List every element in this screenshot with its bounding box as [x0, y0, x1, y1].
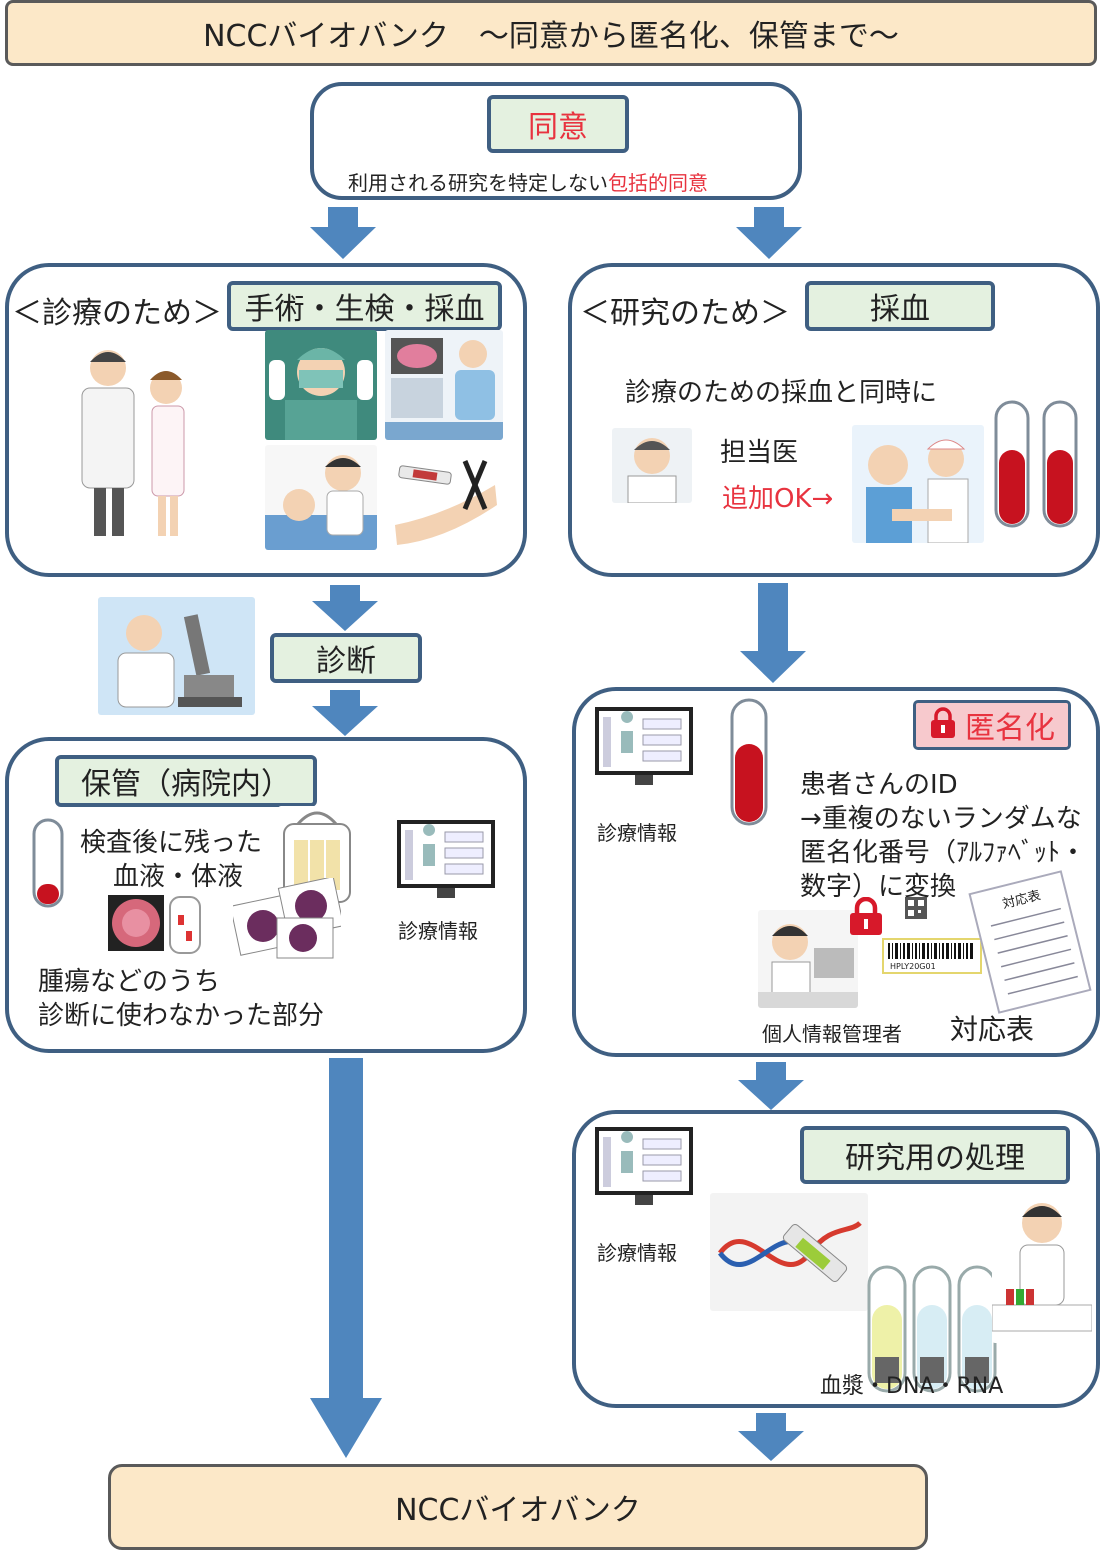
products-label: 血漿・DNA・RNA — [820, 1374, 1004, 1399]
doctor-icon — [612, 428, 692, 503]
additional-ok-label: 追加OK→ — [722, 484, 834, 514]
anonymize-info-label: 診療情報 — [597, 821, 677, 845]
title-banner: NCCバイオバンク ～同意から匿名化、保管まで～ — [5, 0, 1097, 66]
consent-label: 同意 — [487, 95, 629, 153]
correspondence-table-document: 対応表 — [968, 870, 1092, 1014]
privacy-manager-illustration — [758, 910, 858, 1008]
barcode-text: HPLY20G01 — [890, 962, 936, 971]
consent-description: 利用される研究を特定しない包括的同意 — [348, 167, 708, 196]
processing-label: 研究用の処理 — [800, 1126, 1070, 1184]
processing-info-label: 診療情報 — [597, 1241, 677, 1265]
arrow-down-icon — [738, 1062, 804, 1110]
footer-title: NCCバイオバンク — [395, 1493, 641, 1528]
lock-icon — [848, 896, 884, 941]
blood-tube-icon — [990, 400, 1034, 534]
microscope-illustration — [98, 597, 255, 715]
storage-item1-line2: 血液・体液 — [113, 862, 244, 892]
rna-tube-icon — [955, 1265, 999, 1399]
consent-desc-highlight: 包括的同意 — [608, 171, 708, 195]
arrow-down-icon — [310, 207, 376, 259]
medical-record-monitor-icon — [593, 705, 695, 791]
storage-label: 保管（病院内） — [55, 755, 317, 807]
anonymize-line2: →重複のないランダムな — [800, 804, 1082, 834]
blood-tube-icon — [30, 818, 66, 912]
clinical-label: 手術・生検・採血 — [227, 281, 502, 331]
research-note: 診療のための採血と同時に — [625, 378, 938, 408]
arrow-down-icon — [310, 1058, 382, 1458]
blood-draw-illustration — [385, 445, 503, 550]
consent-desc-prefix: 利用される研究を特定しない — [348, 171, 608, 195]
tumor-tissue-icon — [108, 895, 208, 959]
research-title: ＜研究のため＞ — [580, 296, 790, 331]
researcher-illustration — [992, 1193, 1092, 1343]
privacy-manager-label: 個人情報管理者 — [762, 1022, 902, 1046]
clinical-title: ＜診療のため＞ — [12, 296, 222, 331]
anonymize-line3: 匿名化番号（ｱﾙﾌｧﾍﾞｯﾄ・ — [800, 838, 1087, 868]
barcode-label: HPLY20G01 — [882, 938, 982, 974]
storage-info-label: 診療情報 — [398, 919, 478, 943]
doctor-label: 担当医 — [720, 438, 799, 468]
dna-tube-icon — [910, 1265, 954, 1399]
medical-record-monitor-icon — [395, 818, 497, 904]
dna-syringe-illustration — [710, 1193, 868, 1311]
arrow-down-icon — [736, 207, 802, 259]
storage-item2-line1: 腫瘍などのうち — [38, 967, 221, 997]
lock-icon — [929, 707, 957, 743]
doctor-nurse-illustration — [70, 340, 200, 554]
nurse-blood-draw-illustration — [852, 425, 984, 543]
research-label: 採血 — [805, 281, 995, 331]
examination-illustration — [265, 445, 377, 550]
qr-code-icon — [905, 897, 927, 923]
arrow-down-icon — [312, 690, 378, 736]
tissue-slide-icon — [229, 876, 345, 964]
diagnosis-label: 診断 — [270, 633, 422, 683]
endoscopy-illustration — [385, 330, 503, 440]
anonymize-line4: 数字）に変換 — [800, 872, 957, 902]
storage-item2-line2: 診断に使わなかった部分 — [38, 1001, 325, 1031]
consent-heading: 同意 — [528, 110, 588, 145]
arrow-down-icon — [740, 583, 806, 683]
storage-item1-line1: 検査後に残った — [80, 828, 263, 858]
blood-tube-icon — [1038, 400, 1082, 534]
anonymize-label: 匿名化 — [913, 700, 1071, 750]
page-title: NCCバイオバンク ～同意から匿名化、保管まで～ — [203, 19, 899, 54]
plasma-tube-icon — [865, 1265, 909, 1399]
anonymize-line1: 患者さんのID — [800, 770, 958, 800]
correspondence-table-label: 対応表 — [950, 1013, 1035, 1046]
blood-tube-icon — [726, 698, 772, 832]
surgeon-illustration — [265, 330, 377, 440]
arrow-down-icon — [738, 1413, 804, 1461]
medical-record-monitor-icon — [593, 1125, 695, 1211]
footer-banner: NCCバイオバンク — [108, 1464, 928, 1550]
arrow-down-icon — [312, 585, 378, 631]
